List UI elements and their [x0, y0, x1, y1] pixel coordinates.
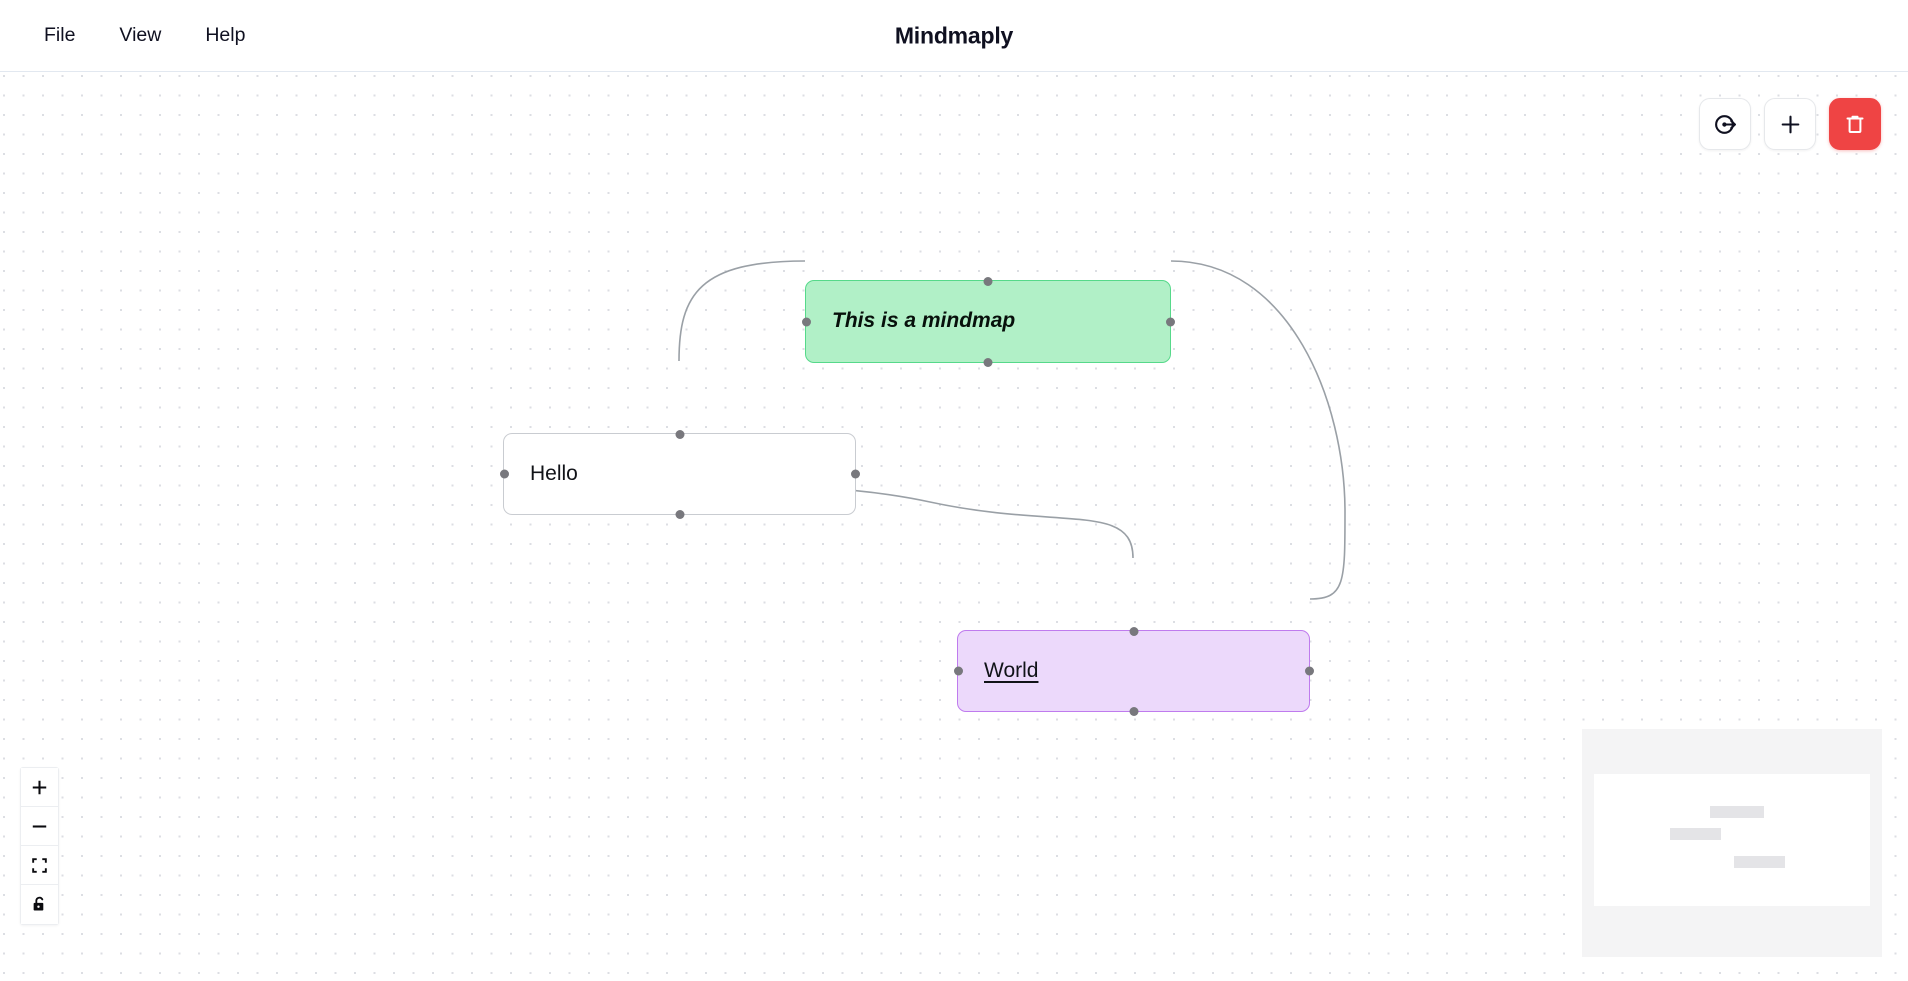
handle-bottom-world[interactable]	[1129, 706, 1138, 716]
unlock-icon	[33, 896, 44, 911]
node-label-root: This is a mindmap	[832, 309, 1016, 333]
node-toolbar	[1699, 98, 1881, 150]
delete-node-button[interactable]	[1829, 98, 1881, 150]
zoom-in-button[interactable]	[21, 768, 58, 807]
node-hello[interactable]: Hello	[499, 429, 860, 519]
zoom-controls	[20, 767, 59, 925]
add-node-button[interactable]	[1764, 98, 1816, 150]
minimap-node	[1734, 856, 1785, 868]
handle-bottom-root[interactable]	[983, 357, 993, 367]
handle-top-root[interactable]	[983, 276, 993, 286]
minimap[interactable]	[1582, 729, 1882, 957]
minimap-node	[1670, 828, 1721, 840]
plus-icon	[32, 780, 47, 794]
handle-left-world[interactable]	[953, 666, 963, 676]
trash-icon	[1846, 115, 1864, 133]
handle-left-hello[interactable]	[499, 469, 509, 479]
handle-left-root[interactable]	[801, 317, 811, 326]
handle-right-world[interactable]	[1304, 666, 1314, 676]
node-world[interactable]: World	[953, 626, 1314, 716]
menu-items: File View Help	[0, 19, 259, 53]
minimap-node	[1710, 806, 1764, 818]
lock-button[interactable]	[21, 885, 58, 924]
handle-right-root[interactable]	[1165, 317, 1175, 326]
handle-top-world[interactable]	[1129, 626, 1138, 636]
menu-item-file[interactable]: File	[44, 23, 76, 46]
handle-right-hello[interactable]	[850, 469, 860, 479]
node-root[interactable]: This is a mindmap	[801, 276, 1175, 367]
node-label-world: World	[984, 658, 1039, 682]
connect-node-icon	[1714, 114, 1736, 134]
minus-icon	[32, 824, 47, 828]
connect-node-button[interactable]	[1699, 98, 1751, 150]
minimap-viewport[interactable]	[1594, 774, 1870, 906]
app-title: Mindmaply	[894, 22, 1014, 48]
menu-bar: File View Help Mindmaply	[0, 0, 1908, 72]
node-label-hello: Hello	[530, 461, 578, 485]
handle-top-hello[interactable]	[675, 429, 684, 439]
handle-bottom-hello[interactable]	[675, 509, 684, 519]
edge-root-world	[1170, 260, 1346, 600]
zoom-out-button[interactable]	[21, 807, 58, 846]
menu-item-help[interactable]: Help	[205, 23, 246, 46]
menu-item-view[interactable]: View	[119, 23, 162, 46]
plus-icon	[1781, 115, 1799, 133]
edge-hello-root-curve	[678, 260, 806, 362]
mindmap-canvas[interactable]: This is a mindmap Hello World	[0, 72, 1908, 981]
fit-view-icon	[32, 857, 47, 873]
fit-view-button[interactable]	[21, 846, 58, 885]
